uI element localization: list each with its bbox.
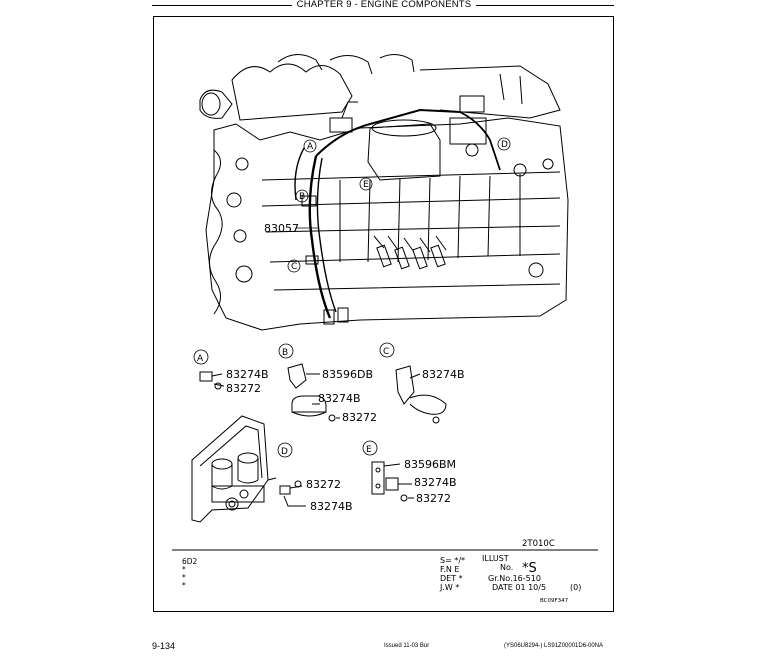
revision: (0) (570, 583, 581, 592)
detail-a-letter: A (197, 354, 204, 364)
detail-b (278, 343, 340, 422)
callout-d: D (501, 140, 508, 150)
drawing-code: BC09F347 (540, 598, 569, 604)
detail-e (362, 440, 414, 502)
detail-e-part-2: 83274B (414, 476, 457, 489)
page-number: 9-134 (152, 641, 176, 651)
detail-e-part-3: 83272 (416, 492, 451, 505)
detail-a-part-2: 83272 (226, 382, 261, 395)
model-code: 6D2 (182, 557, 198, 566)
detail-d-part-1: 83272 (306, 478, 341, 491)
main-callouts (287, 137, 511, 273)
mark-3: * (182, 581, 186, 590)
jw-line: J.W * (439, 583, 459, 592)
detail-e-letter: E (366, 445, 372, 455)
detail-b-part-2: 83274B (318, 392, 361, 405)
detail-d (191, 415, 306, 523)
illustration-code: 2T010C (522, 539, 555, 549)
engine-block (199, 54, 569, 331)
detail-b-part-3: 83272 (342, 411, 377, 424)
fne-line: F.N E (440, 565, 459, 574)
callout-b: B (299, 192, 305, 202)
illust-number: *S (522, 561, 537, 576)
detail-b-letter: B (282, 348, 288, 358)
no-label: No. (500, 563, 513, 572)
detail-d-letter: D (281, 447, 288, 457)
det-line: DET * (440, 574, 463, 583)
detail-c (379, 342, 447, 424)
detail-e-part-1: 83596BM (404, 458, 456, 471)
detail-a-part-1: 83274B (226, 368, 269, 381)
callout-e: E (363, 180, 369, 190)
callout-c: C (291, 262, 297, 272)
issued-note: Issued 11-03 Bur (384, 643, 430, 649)
page-header: CHAPTER 9 - ENGINE COMPONENTS (0, 0, 768, 12)
detail-b-part-1: 83596DB (322, 368, 373, 381)
chapter-title: CHAPTER 9 - ENGINE COMPONENTS (296, 0, 472, 10)
detail-a (193, 349, 225, 390)
main-part-number: 83057 (264, 222, 299, 235)
illust-label: ILLUST (482, 554, 509, 563)
detail-c-part-1: 83274B (422, 368, 465, 381)
group-number: Gr.No.16-510 (488, 574, 541, 583)
detail-d-part-2: 83274B (310, 500, 353, 513)
date-line: DATE 01 10/5 (492, 583, 546, 592)
header-rule-right (476, 5, 614, 6)
mark-1: * (182, 565, 186, 574)
callout-a: A (307, 142, 314, 152)
header-rule-left (152, 5, 292, 6)
illustration-frame (153, 16, 614, 612)
s-line: S= */* (440, 556, 465, 565)
detail-c-letter: C (383, 347, 389, 357)
mark-2: * (182, 573, 186, 582)
document-code: (YS06U8294-) LS91Z00001D6-00NA (504, 643, 604, 649)
